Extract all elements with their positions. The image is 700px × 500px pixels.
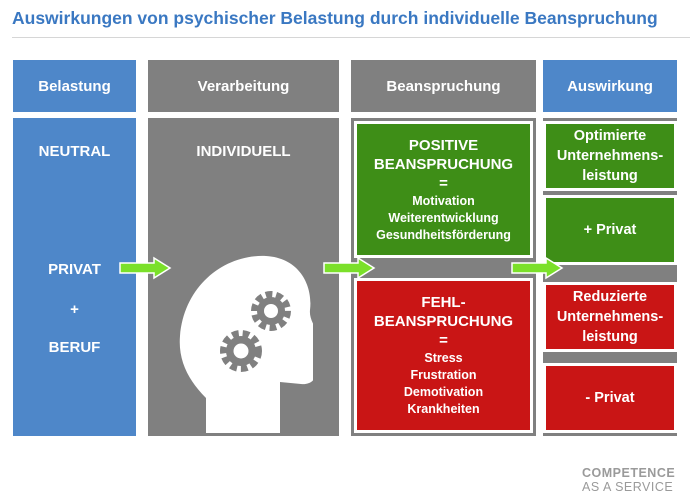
header-belastung: Belastung <box>13 60 136 112</box>
belastung-beruf: BERUF <box>48 339 101 356</box>
belastung-plus: + <box>70 301 79 318</box>
positive-title-line2: BEANSPRUCHUNG <box>373 155 514 173</box>
arrow-right-icon <box>119 256 172 280</box>
optimierte-line: Optimierte <box>573 128 647 144</box>
positive-item: Gesundheitsförderung <box>376 227 511 242</box>
reduzierte-line: Unternehmens- <box>556 309 664 325</box>
beanspruchung-column: POSITIVE BEANSPRUCHUNG = Motivation Weit… <box>351 118 536 436</box>
minus-privat-box: - Privat <box>543 363 677 433</box>
fehl-title-line2: BEANSPRUCHUNG <box>373 313 514 330</box>
positive-item: Motivation <box>412 193 475 208</box>
positive-item: Weiterentwicklung <box>388 210 499 225</box>
fehl-title-line1: FEHL- <box>421 294 466 311</box>
positive-beanspruchung-box: POSITIVE BEANSPRUCHUNG = Motivation Weit… <box>354 121 533 258</box>
head-gears-icon <box>179 255 313 433</box>
fehl-item: Stress <box>424 351 463 365</box>
arrow-right-icon <box>511 256 564 280</box>
header-beanspruchung: Beanspruchung <box>351 60 536 112</box>
page-title: Auswirkungen von psychischer Belastung d… <box>12 8 658 28</box>
fehlbeanspruchung-box: FEHL- BEANSPRUCHUNG = Stress Frustration… <box>354 278 533 433</box>
positive-equals: = <box>439 174 448 192</box>
plus-privat-box: + Privat <box>543 195 677 265</box>
header-auswirkung: Auswirkung <box>543 60 677 112</box>
auswirkung-column: Optimierte Unternehmens- leistung + Priv… <box>543 118 677 436</box>
fehl-item: Demotivation <box>403 385 484 399</box>
verarbeitung-column: INDIVIDUELL <box>148 118 339 436</box>
fehl-item: Frustration <box>410 368 477 382</box>
fehl-equals: = <box>439 332 448 349</box>
reduzierte-line: leistung <box>582 329 638 345</box>
belastung-column: NEUTRAL PRIVAT + BERUF <box>13 118 136 436</box>
title-divider <box>12 37 690 38</box>
plus-privat-label: + Privat <box>583 222 637 238</box>
reduzierte-leistung-box: Reduzierte Unternehmens- leistung <box>543 282 677 352</box>
positive-title-line1: POSITIVE <box>408 136 479 154</box>
optimierte-leistung-box: Optimierte Unternehmens- leistung <box>543 121 677 191</box>
verarbeitung-label: INDIVIDUELL <box>196 143 291 160</box>
fehl-item: Krankheiten <box>407 402 480 416</box>
arrow-right-icon <box>323 256 376 280</box>
optimierte-line: Unternehmens- <box>556 148 664 164</box>
footer-logo-line1: COMPETENCE <box>582 466 676 480</box>
minus-privat-label: - Privat <box>585 390 635 406</box>
header-verarbeitung: Verarbeitung <box>148 60 339 112</box>
belastung-privat: PRIVAT <box>48 261 101 278</box>
reduzierte-line: Reduzierte <box>572 289 648 305</box>
belastung-neutral: NEUTRAL <box>38 143 111 160</box>
optimierte-line: leistung <box>582 168 638 184</box>
footer-logo-line2: AS A SERVICE <box>582 480 674 494</box>
